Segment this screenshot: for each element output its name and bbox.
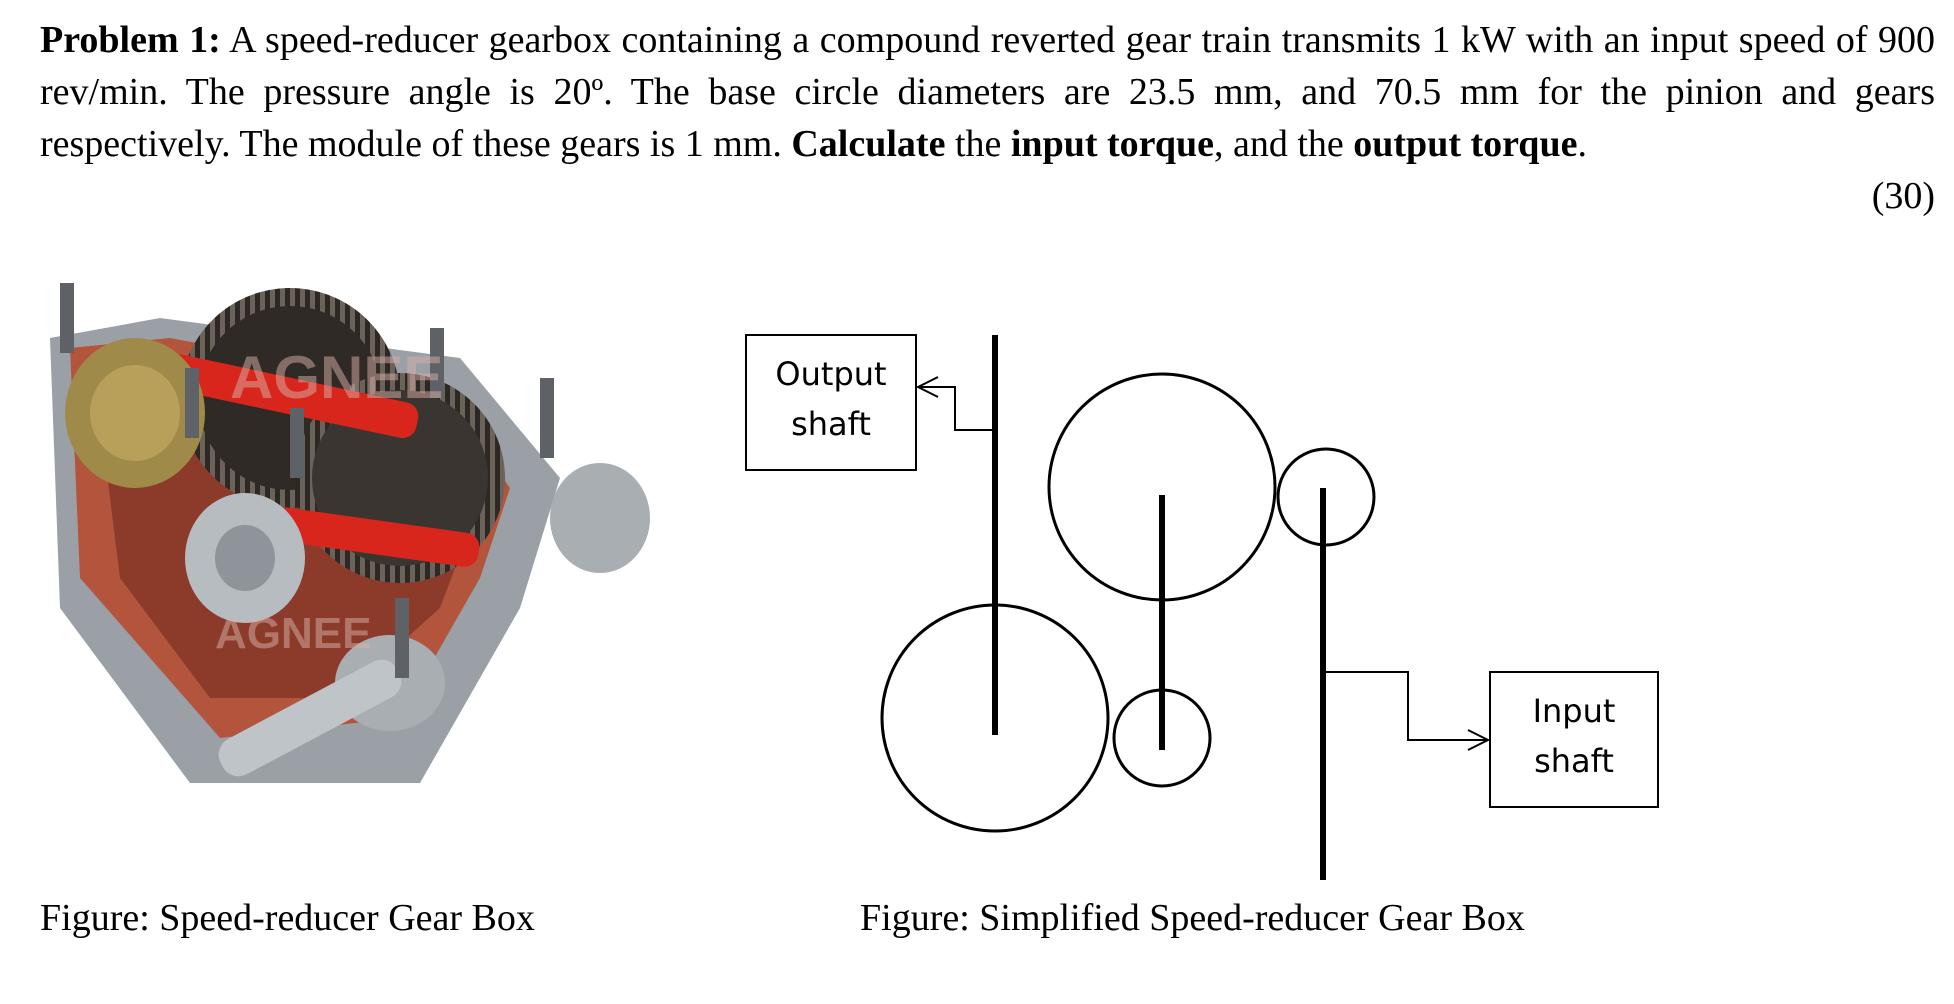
input-arrow xyxy=(1323,671,1488,741)
problem-text-4: . xyxy=(1577,123,1587,165)
input-shaft-box xyxy=(1489,671,1659,808)
photo-watermark-2: AGNEE xyxy=(215,609,371,658)
output-shaft-box xyxy=(745,334,917,471)
countershaft-gear-circle xyxy=(1047,372,1277,602)
problem-text-1: A speed-reducer gearbox containing a com… xyxy=(40,19,1935,165)
output-shaft-label-1: Output xyxy=(775,355,886,393)
calculate-keyword: Calculate xyxy=(791,123,946,165)
countershaft-pinion-circle xyxy=(1112,688,1212,788)
output-torque-keyword: output torque xyxy=(1353,123,1578,165)
marks-label: (30) xyxy=(1871,175,1935,217)
photo-caption: Figure: Speed-reducer Gear Box xyxy=(40,897,535,939)
photo-watermark-1: AGNEE xyxy=(230,344,443,411)
output-arrow-head xyxy=(915,376,939,398)
input-pinion-circle xyxy=(1276,447,1376,547)
output-gear-circle xyxy=(880,603,1110,833)
gearbox-photo: AGNEE AGNEE xyxy=(50,283,650,783)
problem-label: Problem 1: xyxy=(40,19,221,61)
input-shaft-label-2: shaft xyxy=(1534,742,1614,780)
input-arrow-head xyxy=(1467,729,1491,751)
problem-text-3: , and the xyxy=(1213,123,1354,165)
problem-statement: Problem 1: A speed-reducer gearbox conta… xyxy=(40,14,1935,170)
diagram-caption: Figure: Simplified Speed-reducer Gear Bo… xyxy=(860,897,1525,939)
problem-text-2: the xyxy=(945,123,1011,165)
output-shaft-label-2: shaft xyxy=(791,405,871,443)
output-arrow xyxy=(918,386,995,431)
input-torque-keyword: input torque xyxy=(1010,123,1214,165)
input-shaft-label-1: Input xyxy=(1533,692,1616,730)
